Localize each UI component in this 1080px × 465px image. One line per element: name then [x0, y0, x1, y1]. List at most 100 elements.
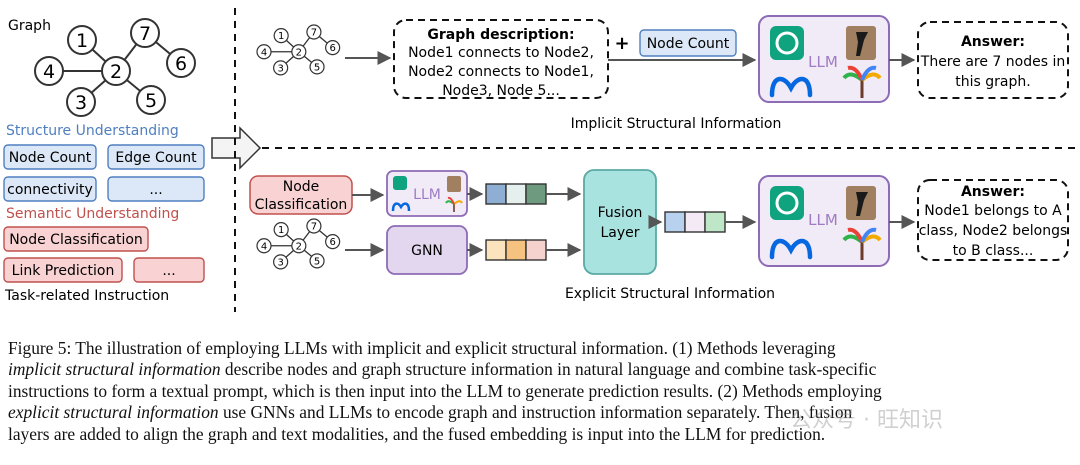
big-hollow-arrow: [211, 126, 262, 170]
caption-line-3: instructions to form a textual prompt, w…: [8, 380, 882, 401]
structure-heading: Structure Understanding: [6, 123, 179, 139]
mini-graph-node: 1: [273, 28, 289, 44]
meta-icon-bottom: [769, 238, 813, 260]
answer-box-top: [917, 21, 1069, 99]
graph-node: 4: [34, 56, 64, 86]
semantic-items: Node Classification Link Prediction ...: [3, 226, 205, 283]
mini-graph-node-label: 1: [278, 31, 284, 42]
chatgpt-icon: [770, 26, 804, 60]
mini-graph-node-label: 4: [261, 241, 267, 252]
link-prediction-chip-label: Link Prediction: [12, 263, 115, 279]
connectivity-chip-label: connectivity: [7, 182, 93, 198]
falcon-icon-glyph: [856, 32, 868, 56]
text-embedding: [485, 183, 547, 205]
watermark: 公众号 · 旺知识: [790, 402, 943, 434]
gnn-label: GNN: [411, 243, 443, 259]
answer-bottom-line-2: class, Node2 belongs: [919, 223, 1068, 239]
graph-node: 5: [136, 85, 166, 115]
graph-description-line-1: Node1 connects to Node2,: [408, 45, 594, 61]
caption-line-2: implicit structural information describe…: [8, 359, 1072, 380]
node-count-instruction-box: [639, 29, 737, 57]
more-semantic-chip-label: ...: [162, 263, 175, 279]
task-label: Task-related Instruction: [4, 288, 169, 304]
fusion-layer-line-1: Fusion: [598, 205, 643, 221]
answer-top-line-2: this graph.: [955, 74, 1030, 90]
graph-node-label: 3: [75, 92, 87, 114]
graph-description-title: Graph description:: [427, 27, 574, 43]
graph-description-line-2: Node2 connects to Node1,: [408, 64, 594, 80]
answer-bottom-line-3: to B class...: [953, 243, 1034, 259]
mini-graph-node-label: 7: [311, 222, 317, 233]
graph-node-label: 2: [110, 61, 122, 83]
graph-node: 2: [101, 56, 131, 86]
node-classification-chip: [3, 226, 149, 252]
mini-graph-node: 2: [291, 44, 307, 60]
chatgpt-icon-bottom-glyph: [775, 191, 799, 215]
more-structure-chip-label: ...: [149, 182, 162, 198]
implicit-section-label: Implicit Structural Information: [571, 116, 782, 132]
small-meta-icon: [391, 202, 411, 212]
caption-line-4-rest: use GNNs and LLMs to encode graph and in…: [218, 402, 853, 423]
meta-icon: [769, 76, 813, 98]
mini-graph-node-label: 5: [314, 62, 320, 73]
chatgpt-icon-bottom: [770, 186, 804, 220]
graph-node-label: 4: [43, 61, 55, 83]
node-classification-chip-label: Node Classification: [9, 232, 143, 248]
llm-box-top: LLM: [758, 15, 890, 103]
semantic-heading: Semantic Understanding: [6, 206, 179, 222]
graph-node: 6: [166, 48, 196, 78]
plus-sign: +: [614, 33, 629, 54]
edge-count-chip: [107, 144, 205, 170]
mini-graph-node: 4: [256, 238, 272, 254]
small-falcon-icon: [447, 176, 461, 192]
fusion-layer-line-2: Layer: [600, 225, 639, 241]
graph-node: 7: [130, 18, 160, 48]
explicit-section-label: Explicit Structural Information: [565, 286, 775, 302]
mini-graph-node-label: 4: [261, 47, 267, 58]
mini-graph-node-label: 7: [311, 28, 317, 39]
small-llm-label: LLM: [413, 187, 441, 203]
caption-line-4: explicit structural information use GNNs…: [8, 402, 1072, 423]
mini-graph-node-label: 1: [278, 225, 284, 236]
left-graph-nodes: 1 7 4 2 6 3 5: [34, 18, 196, 117]
graph-description-line-3: Node3, Node 5...: [442, 83, 560, 99]
falcon-icon-bottom-glyph: [856, 192, 868, 216]
mini-graph-node: 5: [309, 59, 325, 75]
fusion-layer-box: [583, 169, 657, 275]
caption-line-5: layers are added to align the graph and …: [8, 423, 826, 444]
graph-node: 3: [66, 87, 96, 117]
mini-graph-node-label: 2: [296, 47, 302, 58]
mini-graph-node: 5: [309, 253, 325, 269]
implicit-mini-graph: 1 7 4 2 6 3 5: [256, 24, 341, 76]
mini-graph-node: 6: [325, 234, 341, 250]
answer-top-line-1: There are 7 nodes in: [920, 54, 1065, 70]
mini-graph-node: 3: [273, 254, 289, 270]
mini-graph-node-label: 3: [277, 257, 283, 268]
mini-graph-node: 1: [273, 222, 289, 238]
mini-graph-node: 3: [273, 60, 289, 76]
chatgpt-icon-glyph: [775, 31, 799, 55]
node-count-chip-label: Node Count: [9, 150, 92, 166]
graph-node-label: 1: [76, 30, 88, 52]
node-classification-input-line-2: Classification: [255, 197, 348, 213]
mini-graph-node: 7: [306, 218, 322, 234]
mini-graph-node-label: 6: [329, 237, 335, 248]
graph-embedding: [485, 239, 547, 261]
mini-graph-node: 6: [325, 39, 341, 56]
mini-graph-node-label: 3: [277, 63, 283, 74]
graph-node-label: 7: [139, 23, 151, 45]
mini-graph-node-label: 2: [296, 241, 302, 252]
answer-box-bottom: [917, 179, 1069, 261]
mini-graph-node-label: 6: [329, 43, 335, 54]
node-classification-input-line-1: Node: [283, 179, 320, 195]
small-llm-box: LLM: [386, 170, 468, 217]
mini-graph-node: 2: [291, 238, 307, 254]
graph-node-label: 5: [145, 90, 157, 112]
mini-graph-node-label: 5: [314, 256, 320, 267]
small-chatgpt-icon: [393, 176, 407, 190]
node-count-instruction-label: Node Count: [647, 36, 730, 52]
small-palm-icon: [445, 196, 463, 212]
answer-bottom-line-1: Node1 belongs to A: [924, 203, 1062, 219]
palm-icon: [842, 65, 882, 98]
